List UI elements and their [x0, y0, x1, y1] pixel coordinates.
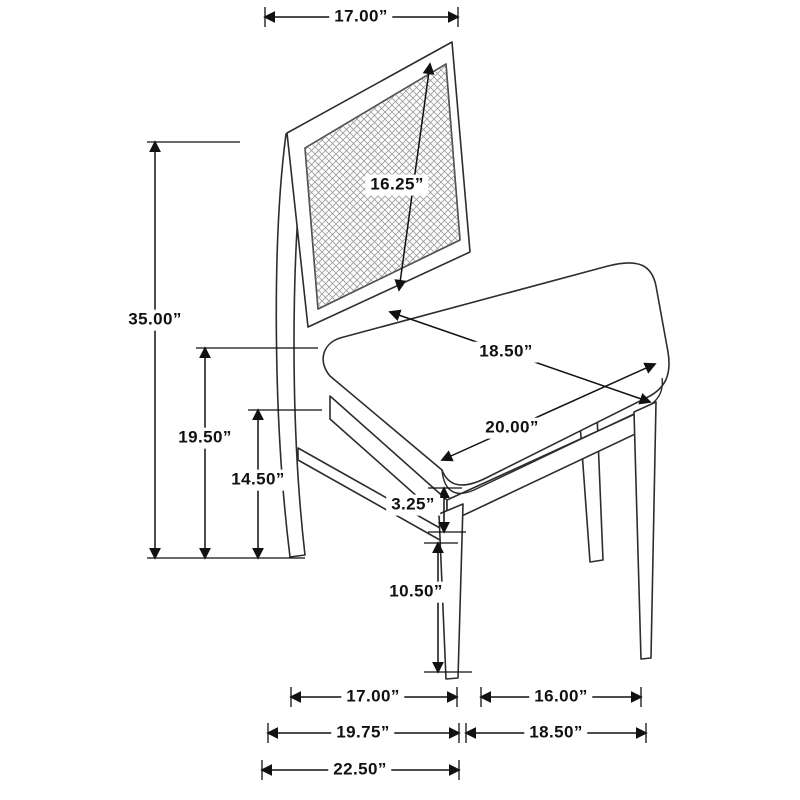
dim-label-base-depth: 19.75” — [331, 722, 395, 744]
dim-label-side-leg-span: 17.00” — [341, 686, 405, 708]
back-left-leg — [275, 133, 306, 558]
dim-label-back-top-width: 17.00” — [329, 6, 393, 28]
dim-label-seat-width: 20.00” — [480, 417, 544, 439]
dim-label-overall-height: 35.00” — [123, 309, 187, 331]
front-right-leg — [633, 401, 657, 660]
dim-line-seat-width — [440, 362, 657, 462]
chair-drawing — [275, 41, 670, 680]
dim-label-seat-depth: 18.50” — [474, 341, 538, 363]
dim-label-apron-height: 3.25” — [386, 494, 440, 516]
dim-label-overall-depth: 22.50” — [328, 759, 392, 781]
dim-label-base-width: 18.50” — [524, 722, 588, 744]
dim-label-backrest-diagonal: 16.25” — [365, 174, 429, 196]
dim-label-leg-lower-height: 10.50” — [384, 581, 448, 603]
dim-label-front-leg-span: 16.00” — [529, 686, 593, 708]
dim-label-seat-height: 14.50” — [226, 469, 290, 491]
dim-label-back-leg-height: 19.50” — [173, 427, 237, 449]
